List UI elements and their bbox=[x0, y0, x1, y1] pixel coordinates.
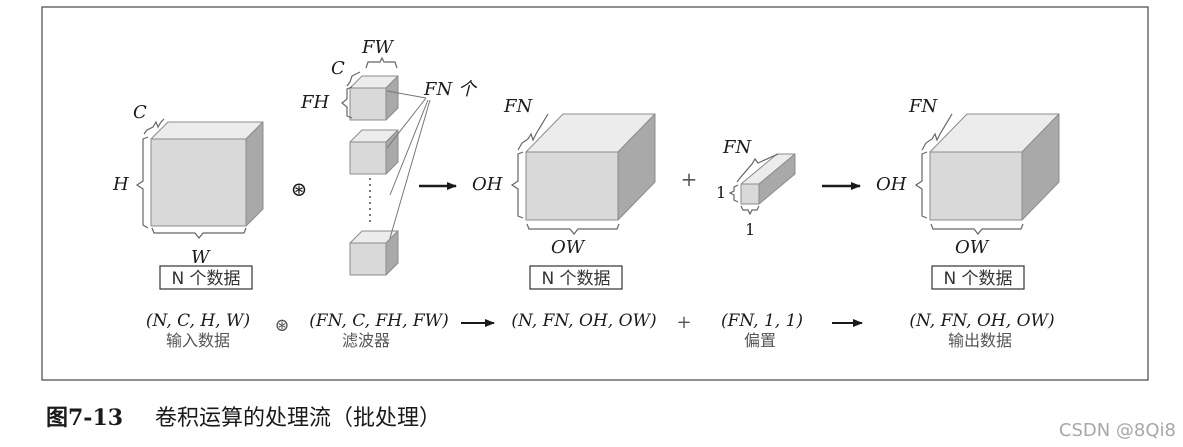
filter-cube-3 bbox=[349, 230, 399, 276]
bias-caption: 偏置 bbox=[744, 331, 776, 350]
cube-side-face bbox=[245, 121, 264, 227]
input-caption: 输入数据 bbox=[166, 331, 230, 350]
filter-height-brace bbox=[341, 86, 353, 119]
result-height-brace bbox=[914, 151, 928, 219]
input-channel-brace bbox=[143, 118, 165, 135]
cube-front-face bbox=[349, 141, 387, 175]
cube-front-face bbox=[525, 151, 619, 221]
result-batch-count: N 个数据 bbox=[943, 269, 1012, 289]
convolution-operator-small-icon: ⊛ bbox=[274, 315, 289, 336]
filter-caption: 滤波器 bbox=[342, 331, 390, 350]
bias-shape: (FN, 1, 1) bbox=[721, 311, 803, 331]
output-channel-brace bbox=[517, 113, 549, 151]
input-width-label: W bbox=[191, 247, 211, 268]
result-width-brace bbox=[930, 223, 1024, 235]
result-height-label: OH bbox=[876, 174, 907, 195]
plus-operator: + bbox=[681, 167, 698, 191]
cube-front-face bbox=[349, 242, 387, 276]
bias-channel-brace bbox=[736, 153, 779, 183]
output-height-brace bbox=[510, 151, 524, 219]
result-width-label: OW bbox=[955, 237, 990, 258]
convolution-operator-icon: ⊛ bbox=[291, 177, 308, 201]
cube-top-face bbox=[150, 121, 264, 140]
bias-height-label: 1 bbox=[716, 183, 726, 202]
result-data-cube bbox=[929, 113, 1060, 221]
input-height-brace bbox=[135, 136, 149, 229]
input-shape: (N, C, H, W) bbox=[146, 311, 250, 331]
filter-channel-label: C bbox=[331, 58, 345, 79]
result-caption: 输出数据 bbox=[948, 331, 1012, 350]
output-shape: (N, FN, OH, OW) bbox=[511, 311, 656, 331]
filter-height-label: FH bbox=[300, 92, 329, 113]
result-channel-label: FN bbox=[908, 96, 938, 117]
figure-number: 图7-13 bbox=[46, 405, 123, 431]
cube-front-face bbox=[740, 183, 760, 205]
bias-width-brace bbox=[740, 205, 760, 216]
filter-cube-2 bbox=[349, 129, 399, 175]
cube-front-face bbox=[349, 87, 387, 121]
output-width-label: OW bbox=[551, 237, 586, 258]
result-channel-brace bbox=[921, 113, 953, 151]
filter-channel-brace bbox=[346, 71, 361, 87]
input-data-cube bbox=[150, 121, 264, 227]
output-data-cube bbox=[525, 113, 656, 221]
watermark-text: CSDN @8Qi8 bbox=[1059, 420, 1176, 441]
output-channel-label: FN bbox=[503, 96, 533, 117]
filter-pointer-lines bbox=[386, 90, 431, 239]
cube-front-face bbox=[929, 151, 1023, 221]
filter-count-label: FN 个 bbox=[423, 79, 478, 100]
bias-channel-label: FN bbox=[722, 137, 752, 158]
bias-width-label: 1 bbox=[745, 220, 755, 239]
figure-title: 卷积运算的处理流（批处理） bbox=[155, 406, 441, 431]
filter-shape: (FN, C, FH, FW) bbox=[309, 311, 449, 331]
output-width-brace bbox=[526, 223, 620, 235]
input-channel-label: C bbox=[133, 102, 147, 123]
cube-front-face bbox=[150, 138, 247, 227]
filter-cube-1 bbox=[349, 75, 399, 121]
input-batch-box: N 个数据 bbox=[159, 265, 253, 290]
output-height-label: OH bbox=[472, 174, 503, 195]
shape-plus-operator: + bbox=[676, 312, 691, 333]
bias-bar bbox=[740, 153, 796, 205]
input-width-brace bbox=[151, 227, 247, 239]
input-height-label: H bbox=[112, 174, 129, 195]
bias-height-brace bbox=[728, 184, 739, 203]
result-shape: (N, FN, OH, OW) bbox=[909, 311, 1054, 331]
filter-width-label: FW bbox=[361, 37, 394, 58]
result-batch-box: N 个数据 bbox=[931, 265, 1025, 290]
filter-width-brace bbox=[365, 56, 398, 69]
output-batch-box: N 个数据 bbox=[529, 265, 623, 290]
output-batch-count: N 个数据 bbox=[541, 269, 610, 289]
input-batch-count: N 个数据 bbox=[171, 269, 240, 289]
